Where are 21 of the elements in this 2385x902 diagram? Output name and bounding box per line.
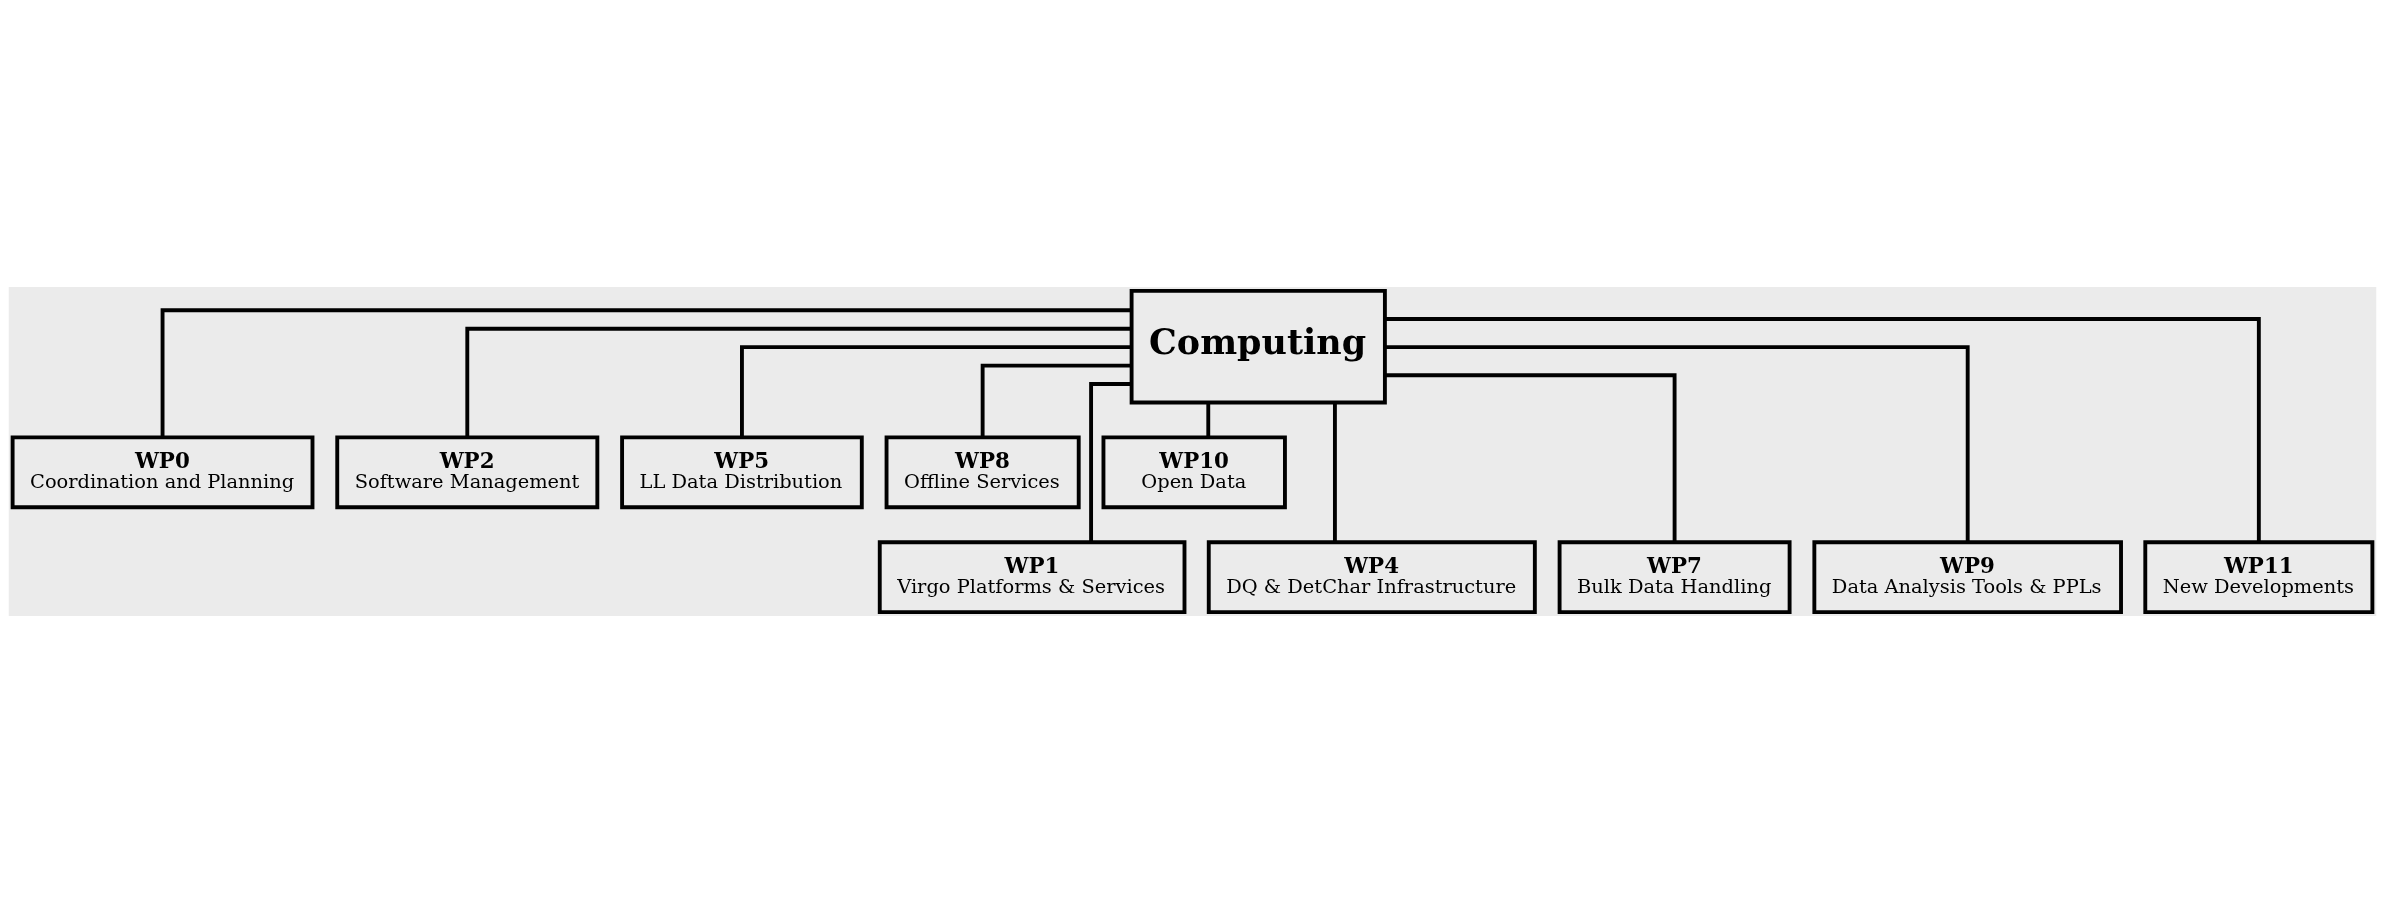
connector [160, 307, 1132, 437]
node-box: WP9 Data Analysis Tools & PPLs [1812, 539, 2123, 614]
connector [1385, 372, 1677, 542]
node-box: Computing [1129, 288, 1387, 404]
connector [1333, 402, 1337, 542]
node-box: WP11 New Developments [2143, 539, 2375, 614]
node-box: WP2 Software Management [335, 435, 600, 509]
node-box: WP4 DQ & DetChar Infrastructure [1206, 539, 1537, 614]
connector [1385, 316, 2261, 542]
connector [1206, 402, 1211, 437]
node-box: WP0 Coordination and Planning [10, 435, 315, 509]
connector [465, 326, 1132, 437]
connector [980, 363, 1132, 437]
connector [1385, 344, 1970, 542]
node-box: WP8 Offline Services [884, 435, 1081, 509]
node-box: WP5 LL Data Distribution [620, 435, 864, 509]
node-box: WP10 Open Data [1101, 435, 1287, 509]
node-box: WP1 Virgo Platforms & Services [877, 539, 1187, 614]
node-box: WP7 Bulk Data Handling [1557, 539, 1792, 614]
connector [1089, 381, 1132, 542]
connector [740, 344, 1132, 437]
